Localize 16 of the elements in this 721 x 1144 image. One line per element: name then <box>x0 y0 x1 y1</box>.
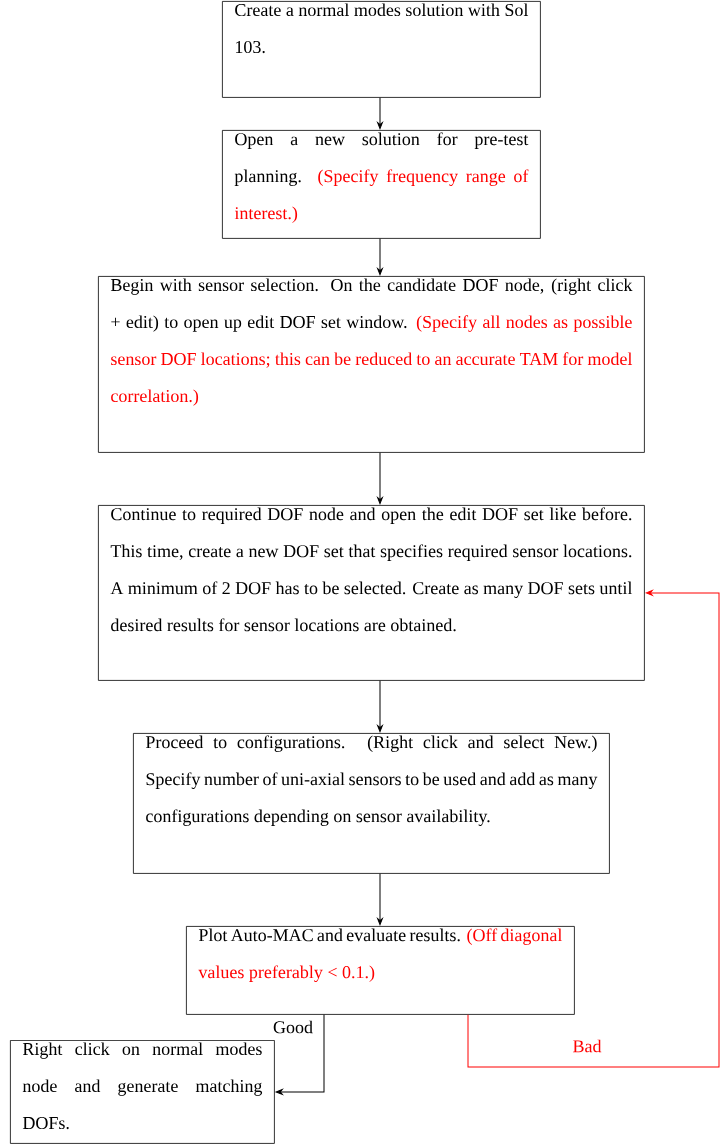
process-box: Begin with sensor selection. On the candidate DOF node, (right click + edit) to open up edit DOF set window. (Specify all nodes as possible sensor DOF locations; this can be reduced to an accurate TAM for model correlation.) <box>98 276 645 453</box>
arrow <box>377 452 383 505</box>
process-box: Continue to required DOF node and open the edit DOF set like before. This time, create a new DOF set that specifies required sensor locations. A minimum of 2 DOF has to be selected. Create as many DOF sets until desired results for sensor locations are obtained. <box>98 505 645 681</box>
process-box: Proceed to configurations. (Right click and select New.) Specify number of uni-axial sensors to be used and add as many configurations depending on sensor availability. <box>133 733 610 874</box>
edge-label: Bad <box>571 1038 603 1054</box>
arrow <box>275 1014 325 1095</box>
process-box: Plot Auto-MAC and evaluate results. (Off diagonal values preferably < 0.1.) <box>186 926 575 1015</box>
arrow <box>377 238 383 276</box>
arrow <box>377 680 383 733</box>
process-box: Right click on normal modes node and generate matching DOFs. <box>10 1040 275 1144</box>
arrow <box>377 873 383 926</box>
process-box: Open a new solution for pre-test planning. (Specify frequency range of interest.) <box>222 130 541 239</box>
edge-label: Good <box>272 1019 314 1035</box>
arrow <box>467 590 720 1068</box>
process-box: Create a normal modes solution with Sol 103. <box>222 1 541 98</box>
arrow <box>377 97 383 130</box>
